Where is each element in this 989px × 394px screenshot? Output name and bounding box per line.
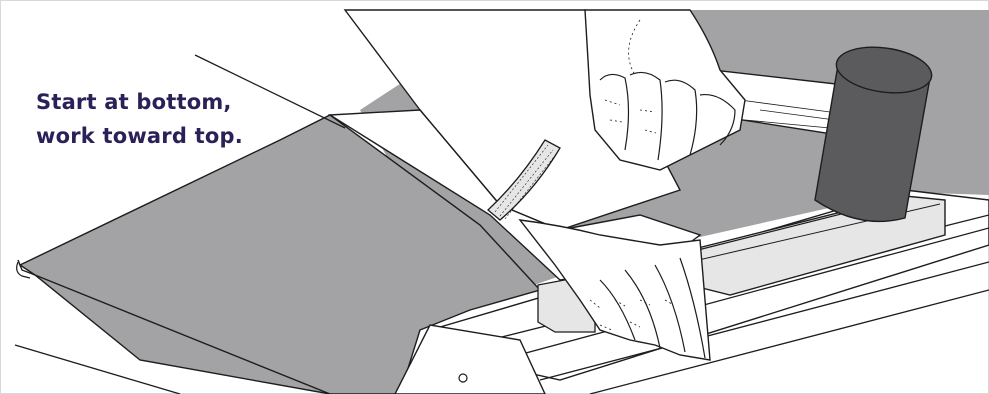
instruction-line-1: Start at bottom,: [36, 85, 296, 119]
rail-hole: [459, 374, 467, 382]
instruction-line-2: work toward top.: [36, 119, 296, 153]
instruction-caption: Start at bottom, work toward top.: [36, 85, 296, 153]
